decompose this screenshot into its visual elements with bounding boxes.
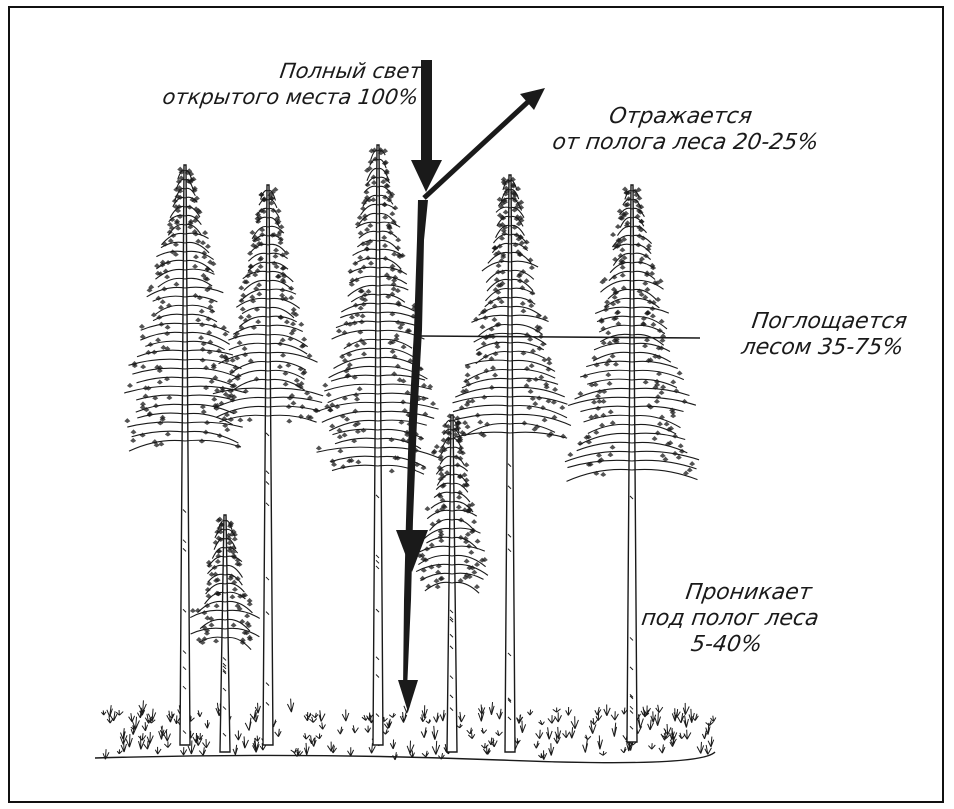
- full-light-line-1: Полный свет: [150, 58, 424, 84]
- absorbed-line-2: лесом 35-75%: [701, 335, 905, 361]
- penetrates-line-1: Проникает: [632, 580, 836, 606]
- conifer-tree: [416, 415, 488, 752]
- penetrates-label: Проникает под полог леса 5-40%: [625, 580, 836, 658]
- penetrates-line-2: под полог леса: [628, 606, 832, 632]
- penetrates-line-3: 5-40%: [625, 632, 829, 658]
- absorbed-label: Поглощается лесом 35-75%: [701, 309, 908, 361]
- conifer-tree: [213, 185, 323, 745]
- reflected-line-1: Отражается: [500, 104, 824, 130]
- reflected-line-2: от полога леса 20-25%: [496, 130, 820, 156]
- absorbed-line-1: Поглощается: [705, 309, 909, 335]
- reflected-label: Отражается от полога леса 20-25%: [496, 104, 823, 156]
- full-light-line-2: открытого места 100%: [146, 84, 420, 110]
- penetrating-light-arrow: [396, 200, 428, 712]
- full-light-label: Полный свет открытого места 100%: [146, 58, 423, 110]
- absorbed-line: [420, 336, 700, 338]
- conifer-tree: [565, 185, 699, 742]
